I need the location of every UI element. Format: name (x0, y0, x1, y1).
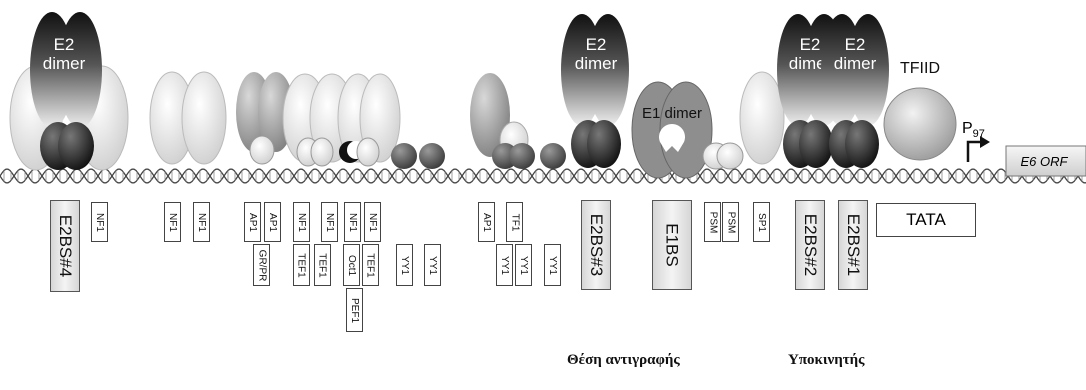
e6-orf-label: E6 ORF (1020, 153, 1068, 169)
e2bs4-label: E2BS#4 (56, 214, 76, 278)
factor-label-tef1: TEF1 (362, 244, 379, 286)
factor-label-sp1: SP1 (753, 202, 770, 242)
factor-label-ap1: AP1 (264, 202, 281, 242)
tata-box: TATA (876, 203, 976, 237)
e2-dimer-label-top: E2 (800, 35, 821, 54)
yy1-proteins (391, 143, 445, 169)
ap1-tef1-oct1-proteins (236, 72, 401, 167)
psm-proteins (702, 142, 744, 170)
e2-dimer-label-bottom: dimer (575, 54, 618, 73)
e2-dimer-complex-1: E2 dimer (821, 14, 889, 168)
e2-dimer-complex-4: E2 dimer (9, 12, 129, 171)
factor-label-ap1: AP1 (478, 202, 495, 242)
promoter-letter: P (962, 120, 973, 137)
factor-label-nf1: NF1 (164, 202, 181, 242)
promoter-number: 97 (972, 128, 985, 141)
factor-label-grpr: GR/PR (253, 244, 270, 286)
e2bs4-site: E2BS#4 (50, 200, 80, 292)
e2-dimer-label-bottom: dimer (789, 54, 832, 73)
e2-dimer-label-top: E2 (54, 35, 75, 54)
e2-dimer-label-top: E2 (586, 35, 607, 54)
ap1-tf1-yy1-proteins (470, 73, 566, 169)
tfiid-label: TFIID (900, 60, 940, 77)
e2-dimer-label-bottom: dimer (43, 54, 86, 73)
factor-label-nf1: NF1 (344, 202, 361, 242)
factor-label-tef1: TEF1 (314, 244, 331, 286)
e2bs2-site: E2BS#2 (795, 200, 825, 290)
factor-label-yy1: YY1 (515, 244, 532, 286)
tfiid-complex: TFIID (883, 60, 957, 161)
e6-orf-block (1005, 145, 1086, 177)
factor-label-psm: PSM (722, 202, 739, 242)
nf1-proteins (149, 71, 227, 165)
factor-label-nf1: NF1 (293, 202, 310, 242)
factor-label-nf1: NF1 (364, 202, 381, 242)
e2-dimer-label-bottom: dimer (834, 54, 877, 73)
factor-label-psm: PSM (704, 202, 721, 242)
e1bs-label: E1BS (663, 223, 683, 267)
e1bs-site: E1BS (652, 200, 692, 290)
e2-dimer-label-top: E2 (845, 35, 866, 54)
caption-promoter: Υποκινητής (788, 352, 865, 368)
factor-label-yy1: YY1 (396, 244, 413, 286)
factor-label-nf1: NF1 (193, 202, 210, 242)
promoter-p97-label: P97 (962, 120, 985, 140)
promoter-arrow-icon (966, 136, 990, 162)
factor-label-oct1: Oct1 (343, 244, 360, 286)
factor-label-tef1: TEF1 (293, 244, 310, 286)
e2bs2-label: E2BS#2 (801, 213, 821, 277)
factor-label-nf1: NF1 (91, 202, 108, 242)
e2bs1-site: E2BS#1 (838, 200, 868, 290)
e1-dimer-label: E1 dimer (642, 105, 702, 122)
dna-helix (0, 168, 1086, 184)
factor-label-yy1: YY1 (496, 244, 513, 286)
e1-dimer: E1 dimer (631, 81, 713, 179)
caption-replication-origin: Θέση αντιγραφής (567, 352, 680, 368)
factor-label-pef1: PEF1 (346, 288, 363, 332)
factor-label-nf1: NF1 (321, 202, 338, 242)
factor-label-ap1: AP1 (244, 202, 261, 242)
factor-label-tf1: TF1 (506, 202, 523, 242)
e2bs1-label: E2BS#1 (844, 213, 864, 277)
e2-dimer-complex-3: E2 dimer (561, 14, 629, 168)
factor-label-yy1: YY1 (424, 244, 441, 286)
e2bs3-label: E2BS#3 (587, 213, 607, 277)
factor-label-yy1: YY1 (544, 244, 561, 286)
e2bs3-site: E2BS#3 (581, 200, 611, 290)
sp1-protein (739, 71, 785, 165)
